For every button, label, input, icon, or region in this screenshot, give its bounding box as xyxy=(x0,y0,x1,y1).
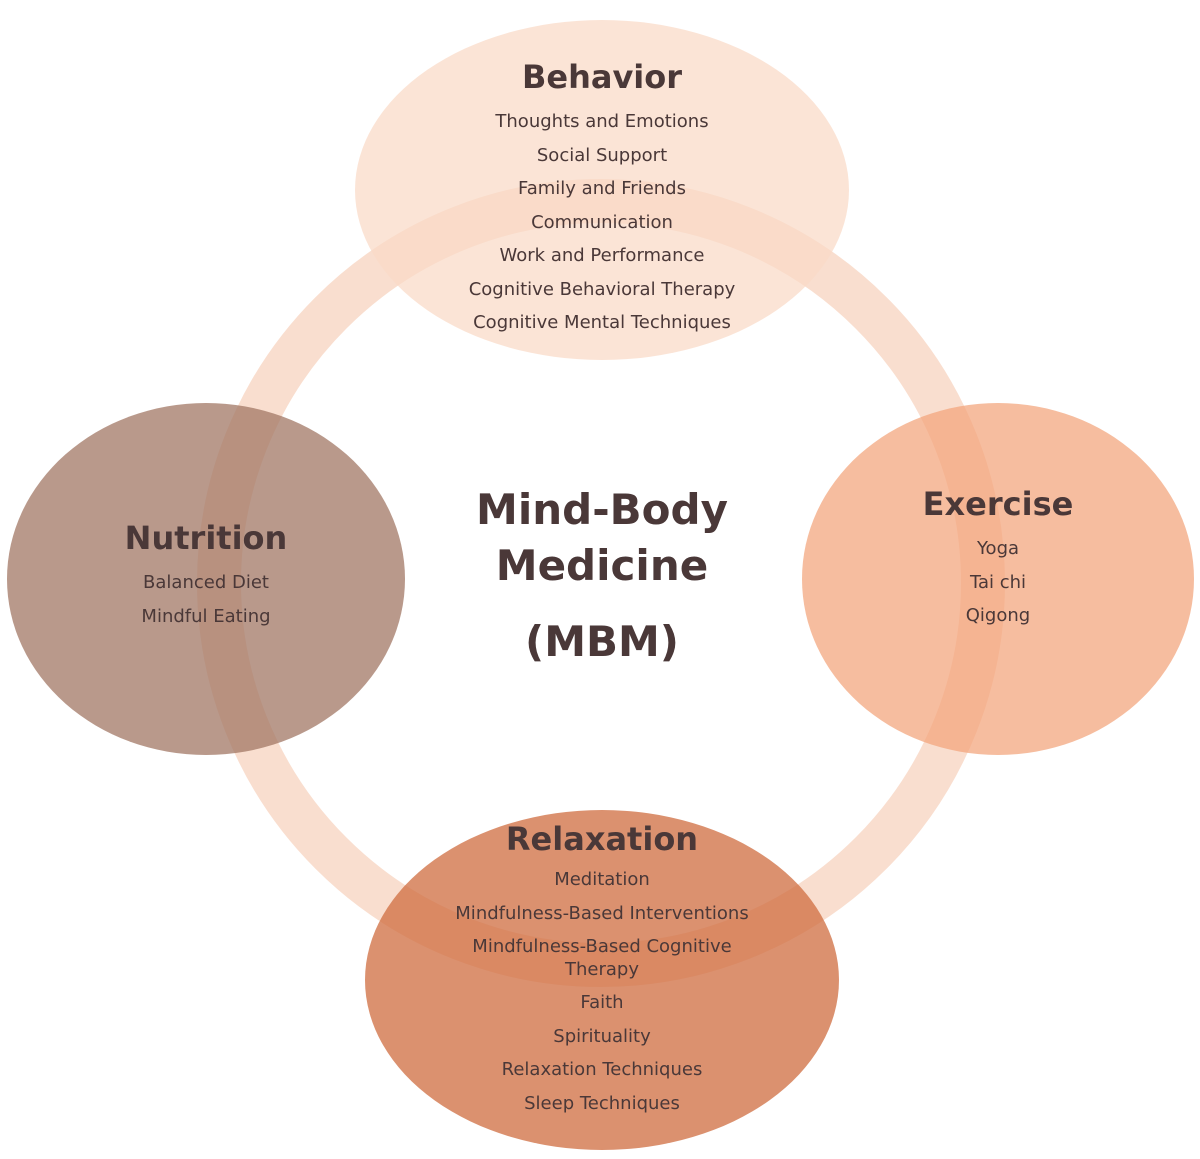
center-title-abbreviation: (MBM) xyxy=(525,617,679,666)
nutrition-item: Balanced Diet xyxy=(143,572,269,594)
relaxation-item: Faith xyxy=(580,992,624,1014)
behavior-title: Behavior xyxy=(521,58,683,96)
behavior-item: Cognitive Mental Techniques xyxy=(473,312,731,334)
relaxation-bubble: Relaxation Meditation Mindfulness-Based … xyxy=(365,810,839,1150)
exercise-title: Exercise xyxy=(922,485,1074,523)
relaxation-item: Mindfulness-Based Cognitive Therapy xyxy=(472,936,732,981)
relaxation-item: Mindfulness-Based Interventions xyxy=(455,902,749,924)
nutrition-title: Nutrition xyxy=(124,519,288,557)
behavior-item: Cognitive Behavioral Therapy xyxy=(468,278,736,300)
nutrition-item: Mindful Eating xyxy=(141,605,271,627)
center-title: Mind-Body Medicine (MBM) xyxy=(432,482,772,670)
behavior-item: Family and Friends xyxy=(518,178,686,200)
exercise-item: Tai chi xyxy=(969,571,1027,593)
behavior-item: Thoughts and Emotions xyxy=(495,111,709,133)
behavior-item: Social Support xyxy=(536,144,668,166)
center-title-line2: Medicine xyxy=(495,541,709,590)
relaxation-item: Spirituality xyxy=(553,1025,651,1047)
exercise-bubble: Exercise Yoga Tai chi Qigong xyxy=(802,403,1194,755)
behavior-item: Work and Performance xyxy=(499,245,705,267)
center-title-line1: Mind-Body xyxy=(476,485,728,534)
behavior-item: Communication xyxy=(531,211,673,233)
exercise-item: Qigong xyxy=(965,605,1031,627)
relaxation-item: Relaxation Techniques xyxy=(501,1059,703,1081)
relaxation-item: Meditation xyxy=(554,869,650,891)
relaxation-item: Sleep Techniques xyxy=(524,1092,680,1114)
exercise-item: Yoga xyxy=(976,538,1020,560)
behavior-bubble: Behavior Thoughts and Emotions Social Su… xyxy=(355,20,849,360)
nutrition-bubble: Nutrition Balanced Diet Mindful Eating xyxy=(7,403,405,755)
relaxation-title: Relaxation xyxy=(505,820,699,858)
